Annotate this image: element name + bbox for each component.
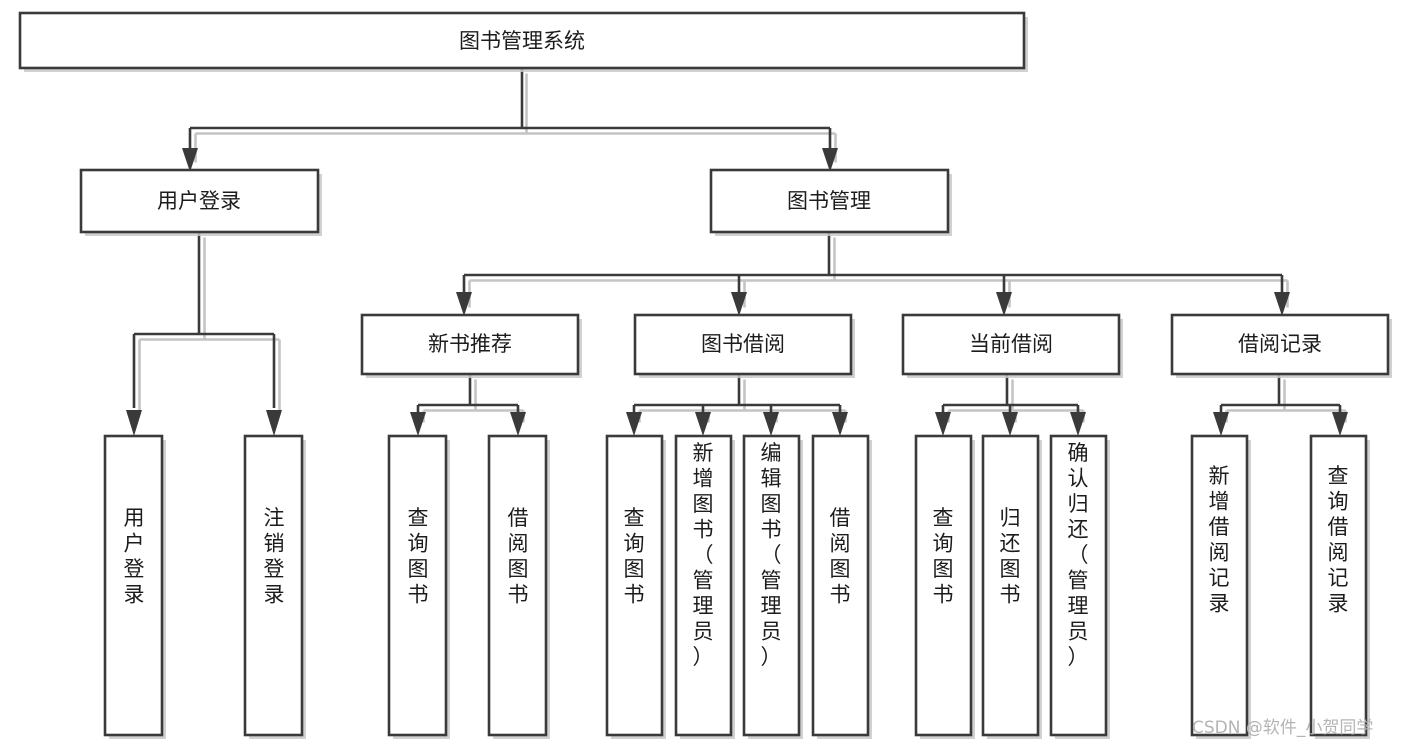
node-leaf-query-book-2-label: 查询图书 [624,506,645,607]
node-new-book-recommend[interactable]: 新书推荐 [360,313,582,378]
node-root[interactable]: 图书管理系统 [18,11,1028,72]
node-borrow-record[interactable]: 借阅记录 [1170,313,1392,378]
node-leaf-borrow-book-2-box[interactable] [811,434,870,737]
node-leaf-borrow-book-2-label: 借阅图书 [830,506,851,607]
connector-borrow-record-to-leaves [1213,374,1348,436]
node-leaf-query-book-2[interactable]: 查询图书 [605,434,666,739]
connector-book-management-to-level3 [456,232,1290,316]
node-book-borrow-box[interactable] [633,313,853,376]
node-leaf-add-book[interactable]: 新增图书（管理员） [674,434,735,739]
node-leaf-query-record[interactable]: 查询借阅记录 [1309,434,1370,739]
node-leaf-return-book[interactable]: 归还图书 [981,434,1042,739]
arrow-head-leaf-query-book-1 [410,412,426,436]
node-leaf-query-book-1[interactable]: 查询图书 [387,434,450,739]
connector-current-borrow-to-leaves [935,374,1086,436]
node-leaf-add-record-box[interactable] [1190,434,1249,737]
node-leaf-query-book-3[interactable]: 查询图书 [914,434,975,739]
arrow-head-leaf-query-record [1332,412,1348,436]
node-book-borrow[interactable]: 图书借阅 [633,313,855,378]
arrow-head-leaf-confirm-return [1070,412,1086,436]
arrow-head-leaf-user-logout [266,410,282,436]
node-root-box[interactable] [18,11,1026,70]
arrow-head-book-borrow [731,292,747,316]
node-leaf-user-login-box[interactable] [103,434,164,737]
node-user-login-label: 用户登录 [157,189,241,213]
node-leaf-user-login[interactable]: 用户登录 [103,434,166,739]
node-leaf-return-book-box[interactable] [981,434,1040,737]
node-leaf-add-record-label: 新增借阅记录 [1209,464,1230,616]
node-book-management-box[interactable] [709,168,950,234]
arrow-head-leaf-borrow-book-1 [510,412,526,436]
arrow-head-borrow-record [1274,292,1290,316]
connector-user-login-to-leaves [126,232,282,436]
node-root-label: 图书管理系统 [459,29,585,53]
leaf-nodes-layer: 用户登录 注销登录 查询图书 借阅图书 查询图书 [103,434,1370,739]
node-current-borrow-box[interactable] [901,313,1121,376]
arrow-head-current-borrow [996,292,1012,316]
arrow-head-leaf-query-book-2 [626,412,642,436]
node-leaf-user-logout-label: 注销登录 [264,506,285,607]
node-leaf-user-logout-box[interactable] [243,434,304,737]
arrow-head-leaf-borrow-book-2 [832,412,848,436]
node-leaf-query-book-2-box[interactable] [605,434,664,737]
node-leaf-user-login-label: 用户登录 [124,506,145,607]
node-leaf-query-record-label: 查询借阅记录 [1328,464,1349,616]
node-user-login[interactable]: 用户登录 [79,168,322,236]
node-leaf-borrow-book-2[interactable]: 借阅图书 [811,434,872,739]
node-leaf-edit-book-box[interactable] [742,434,801,737]
node-leaf-add-book-label: 新增图书（管理员） [693,441,714,669]
connector-root-to-level2 [182,68,838,172]
node-leaf-query-book-3-box[interactable] [914,434,973,737]
arrow-head-leaf-edit-book [763,412,779,436]
node-book-management-label: 图书管理 [787,189,871,213]
node-new-book-recommend-box[interactable] [360,313,580,376]
arrow-head-leaf-user-login [126,410,142,436]
node-leaf-return-book-label: 归还图书 [1000,506,1021,607]
node-borrow-record-box[interactable] [1170,313,1390,376]
node-leaf-borrow-book-1-box[interactable] [487,434,548,737]
node-user-login-box[interactable] [79,168,320,234]
arrow-head-leaf-return-book [1002,412,1018,436]
node-leaf-query-book-1-label: 查询图书 [408,506,429,607]
node-leaf-add-book-box[interactable] [674,434,733,737]
node-book-borrow-label: 图书借阅 [701,332,785,356]
csdn-watermark: CSDN @软件_小贺同学 [1192,718,1373,738]
node-leaf-confirm-return-box[interactable] [1049,434,1108,737]
node-leaf-user-logout[interactable]: 注销登录 [243,434,306,739]
node-leaf-confirm-return[interactable]: 确认归还（管理员） [1049,434,1110,739]
node-leaf-confirm-return-label: 确认归还（管理员） [1068,441,1089,669]
arrow-head-new-book-recommend [456,292,472,316]
connector-layer [126,68,1348,436]
node-leaf-add-record[interactable]: 新增借阅记录 [1190,434,1251,739]
node-leaf-edit-book[interactable]: 编辑图书（管理员） [742,434,803,739]
arrow-head-leaf-add-book [695,412,711,436]
node-leaf-borrow-book-1[interactable]: 借阅图书 [487,434,550,739]
arrow-head-leaf-add-record [1213,412,1229,436]
node-leaf-edit-book-label: 编辑图书（管理员） [761,441,782,669]
node-leaf-query-book-3-label: 查询图书 [933,506,954,607]
node-current-borrow[interactable]: 当前借阅 [901,313,1123,378]
arrow-head-user-login [182,148,198,172]
node-current-borrow-label: 当前借阅 [969,332,1053,356]
node-new-book-recommend-label: 新书推荐 [428,332,512,356]
node-borrow-record-label: 借阅记录 [1238,332,1322,356]
node-leaf-query-book-1-box[interactable] [387,434,448,737]
connector-book-borrow-to-leaves [626,374,848,436]
arrow-head-book-management [822,148,838,172]
node-book-management[interactable]: 图书管理 [709,168,952,236]
arrow-head-leaf-query-book-3 [935,412,951,436]
connector-new-book-recommend-to-leaves [410,374,526,436]
node-leaf-borrow-book-1-label: 借阅图书 [508,506,529,607]
node-leaf-query-record-box[interactable] [1309,434,1368,737]
